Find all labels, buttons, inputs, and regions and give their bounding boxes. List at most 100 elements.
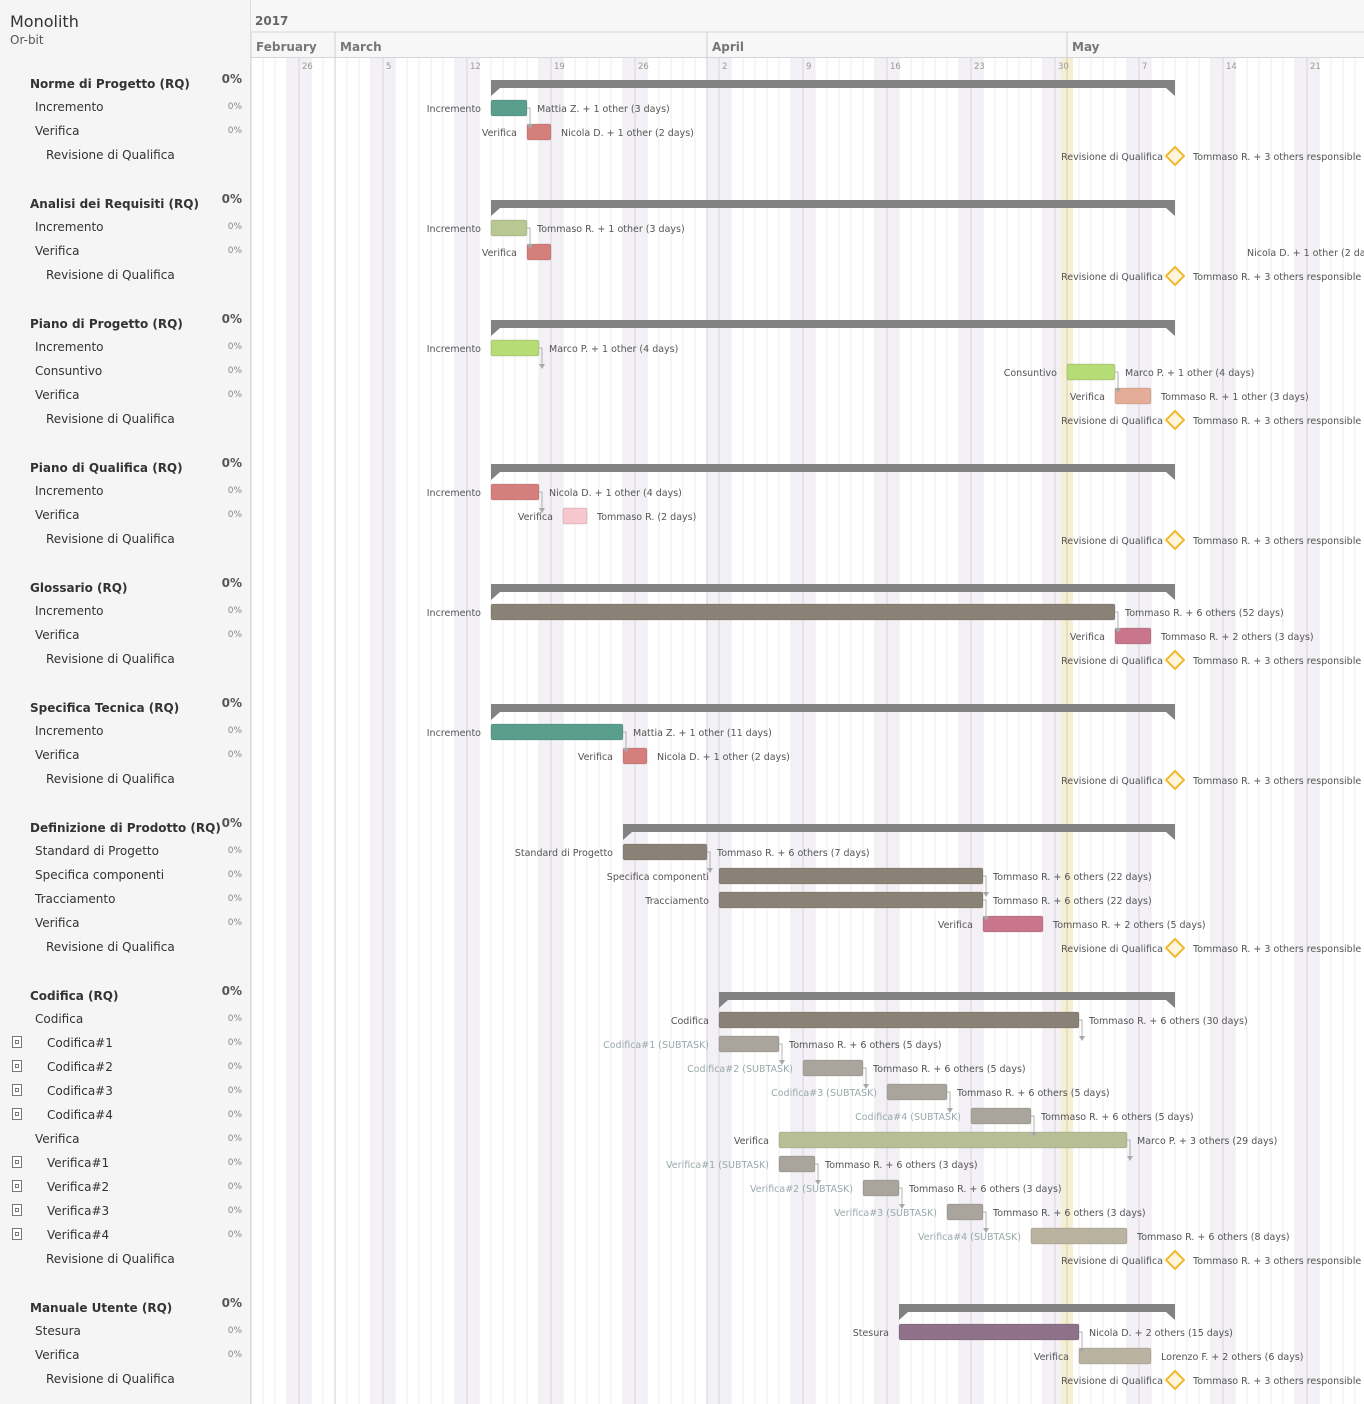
milestone-label: Revisione di Qualifica bbox=[1061, 416, 1163, 427]
task-assignees: Tommaso R. (2 days) bbox=[596, 512, 696, 523]
dependency-line bbox=[863, 1067, 867, 1088]
subtask-bar bbox=[886, 1083, 948, 1101]
milestone-row[interactable]: Revisione di Qualifica bbox=[0, 264, 250, 288]
subtask-bar bbox=[862, 1179, 900, 1197]
group-row[interactable]: Piano di Qualifica (RQ)0% bbox=[0, 456, 250, 480]
group-row[interactable]: Glossario (RQ)0% bbox=[0, 576, 250, 600]
milestone-row[interactable]: Revisione di Qualifica bbox=[0, 648, 250, 672]
task-bar bbox=[490, 483, 540, 501]
milestone-row[interactable]: Revisione di Qualifica bbox=[0, 1368, 250, 1392]
task-name: Verifica bbox=[35, 628, 80, 642]
progress-value: 0% bbox=[227, 1134, 242, 1144]
task-bar-label: Tracciamento bbox=[644, 896, 709, 907]
group-row[interactable]: Norme di Progetto (RQ)0% bbox=[0, 72, 250, 96]
group-row[interactable]: Analisi dei Requisiti (RQ)0% bbox=[0, 192, 250, 216]
milestone-row[interactable]: Revisione di Qualifica bbox=[0, 408, 250, 432]
milestone-row[interactable]: Revisione di Qualifica bbox=[0, 768, 250, 792]
sub-name: Codifica#3 bbox=[47, 1084, 113, 1098]
milestone-row[interactable]: Revisione di Qualifica bbox=[0, 1248, 250, 1272]
summary-bar bbox=[899, 1304, 1175, 1312]
group-row[interactable]: Definizione di Prodotto (RQ)0% bbox=[0, 816, 250, 840]
subtask-icon bbox=[12, 1108, 22, 1120]
dependency-line bbox=[539, 491, 543, 512]
task-bar-label: Verifica bbox=[1070, 632, 1105, 643]
group-name: Definizione di Prodotto (RQ) bbox=[30, 821, 221, 835]
year-label: 2017 bbox=[255, 14, 288, 28]
dependency-line bbox=[899, 1187, 903, 1208]
dependency-arrow bbox=[539, 364, 545, 369]
milestone-row[interactable]: Revisione di Qualifica bbox=[0, 528, 250, 552]
milestone-label: Revisione di Qualifica bbox=[1061, 1256, 1163, 1267]
summary-bar-cap bbox=[1166, 1312, 1175, 1320]
summary-bar-cap bbox=[491, 88, 500, 96]
group-row[interactable]: Codifica (RQ)0% bbox=[0, 984, 250, 1008]
dependency-line bbox=[707, 851, 711, 872]
sub-name: Codifica#4 bbox=[47, 1108, 113, 1122]
progress-value: 0% bbox=[221, 696, 242, 710]
task-bar bbox=[982, 915, 1044, 933]
task-bar-label: Incremento bbox=[427, 104, 481, 115]
sub-row[interactable]: Verifica#2 0% bbox=[0, 1176, 250, 1200]
progress-value: 0% bbox=[227, 1062, 242, 1072]
task-assignees: Nicola D. + 1 other (4 days) bbox=[549, 488, 682, 499]
task-assignees: Tommaso R. + 2 others (5 days) bbox=[1052, 920, 1206, 931]
progress-value: 0% bbox=[221, 456, 242, 470]
task-assignees: Tommaso R. + 6 others (3 days) bbox=[908, 1184, 1062, 1195]
progress-value: 0% bbox=[221, 576, 242, 590]
milestone-responsible: Tommaso R. + 3 others responsible bbox=[1192, 536, 1361, 547]
week-label: 12 bbox=[470, 62, 481, 72]
progress-value: 0% bbox=[227, 1182, 242, 1192]
task-bar-label: Specifica componenti bbox=[607, 872, 709, 883]
group-row[interactable]: Piano di Progetto (RQ)0% bbox=[0, 312, 250, 336]
week-label: 19 bbox=[554, 62, 565, 72]
weekend-band bbox=[371, 58, 383, 1404]
sub-name: Verifica#2 bbox=[47, 1180, 110, 1194]
week-label: 23 bbox=[974, 62, 985, 72]
dependency-arrow bbox=[983, 892, 989, 897]
dependency-line bbox=[1079, 1331, 1083, 1352]
group-row[interactable]: Manuale Utente (RQ)0% bbox=[0, 1296, 250, 1320]
progress-value: 0% bbox=[227, 750, 242, 760]
task-assignees: Tommaso R. + 6 others (3 days) bbox=[992, 1208, 1146, 1219]
task-assignees: Tommaso R. + 2 others (3 days) bbox=[1160, 632, 1314, 643]
group-row[interactable]: Specifica Tecnica (RQ)0% bbox=[0, 696, 250, 720]
group-name: Analisi dei Requisiti (RQ) bbox=[30, 197, 199, 211]
dependency-line bbox=[1115, 371, 1119, 392]
task-bar-label: Verifica#2 (SUBTASK) bbox=[750, 1184, 853, 1195]
task-assignees: Tommaso R. + 6 others (22 days) bbox=[992, 896, 1152, 907]
task-bar-label: Codifica#2 (SUBTASK) bbox=[687, 1064, 793, 1075]
milestone-row[interactable]: Revisione di Qualifica bbox=[0, 936, 250, 960]
dependency-arrow bbox=[1115, 628, 1121, 633]
progress-value: 0% bbox=[227, 1206, 242, 1216]
milestone-row[interactable]: Revisione di Qualifica bbox=[0, 144, 250, 168]
